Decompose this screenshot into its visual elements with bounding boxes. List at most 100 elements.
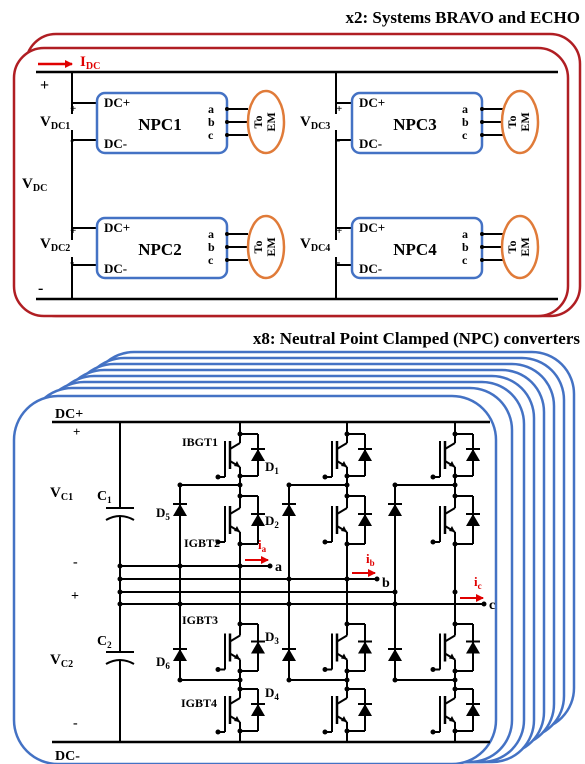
- vc2-label: VC2: [50, 652, 73, 670]
- output-c-label: c: [489, 598, 495, 613]
- vdc-label: VDC: [22, 176, 47, 194]
- svg-text:EM: EM: [264, 112, 278, 131]
- antiparallel-diode-3: [466, 449, 480, 461]
- svg-text:c: c: [208, 253, 214, 267]
- antiparallel-diode-2: [358, 514, 372, 526]
- svg-text:+: +: [71, 589, 79, 604]
- svg-text:DC-: DC-: [359, 261, 382, 276]
- svg-text:DC+: DC+: [104, 220, 130, 235]
- svg-text:c: c: [462, 253, 468, 267]
- antiparallel-diode-1: [251, 514, 265, 526]
- igbt-lower-inner-3: [430, 620, 456, 675]
- d2-label: D2: [265, 513, 279, 530]
- output-b-label: b: [382, 576, 390, 591]
- igbt3-label: IGBT3: [182, 613, 218, 627]
- svg-text:+: +: [336, 225, 342, 237]
- svg-text:-: -: [70, 132, 74, 147]
- svg-text:a: a: [462, 102, 468, 116]
- npc4-block: DC+ DC- NPC4 a b c To EM: [350, 214, 540, 280]
- capacitor-c1: [105, 422, 135, 604]
- output-a-terminal: [267, 563, 273, 569]
- em4-motor: [500, 214, 540, 280]
- antiparallel-diode-3: [466, 514, 480, 526]
- clamp-diode-lower-1: [173, 649, 187, 661]
- output-a-label: a: [275, 560, 282, 575]
- svg-text:EM: EM: [264, 237, 278, 256]
- npc-dcm-label: DC-: [55, 749, 80, 764]
- antiparallel-diode-3: [466, 704, 480, 716]
- antiparallel-diode-1: [251, 641, 265, 654]
- vdc4-label: VDC4: [300, 236, 330, 254]
- d3-label: D3: [265, 629, 279, 646]
- npc1-label: NPC1: [138, 115, 181, 134]
- clamp-diode-upper-2: [282, 504, 296, 516]
- igbt-upper-inner-1: [215, 492, 241, 548]
- svg-text:-: -: [73, 716, 78, 731]
- svg-text:c: c: [462, 128, 468, 142]
- svg-text:+: +: [336, 103, 342, 115]
- idc-label: IDC: [80, 54, 100, 72]
- svg-text:DC-: DC-: [104, 136, 127, 151]
- d6-label: D6: [156, 654, 170, 671]
- ia-label: ia: [258, 537, 267, 554]
- igbt4-label: IGBT4: [181, 696, 217, 710]
- svg-text:b: b: [208, 115, 215, 129]
- svg-text:DC+: DC+: [359, 220, 385, 235]
- em3-motor: [500, 89, 540, 155]
- antiparallel-diode-1: [251, 449, 265, 461]
- em1-motor: [246, 89, 286, 155]
- clamp-diode-upper-3: [388, 504, 402, 516]
- npc2-label: NPC2: [138, 240, 181, 259]
- d5-label: D5: [156, 505, 170, 522]
- npc1-block: DC+ DC- NPC1 a b c To EM: [95, 89, 286, 155]
- svg-text:EM: EM: [518, 112, 532, 131]
- svg-text:a: a: [208, 102, 214, 116]
- npc3-label: NPC3: [393, 115, 436, 134]
- svg-text:EM: EM: [518, 237, 532, 256]
- svg-text:+: +: [70, 103, 76, 115]
- em2-motor: [246, 214, 286, 280]
- svg-text:b: b: [462, 240, 469, 254]
- svg-text:a: a: [462, 227, 468, 241]
- d4-label: D4: [265, 685, 279, 702]
- ic-label: ic: [474, 574, 482, 591]
- antiparallel-diode-2: [358, 641, 372, 654]
- system-frame-front: [12, 46, 570, 318]
- svg-text:b: b: [208, 240, 215, 254]
- clamp-diode-lower-3: [388, 649, 402, 661]
- antiparallel-diode-3: [466, 641, 480, 654]
- antiparallel-diode-2: [358, 704, 372, 716]
- vdc2-label: VDC2: [40, 236, 70, 254]
- svg-text:To: To: [505, 241, 519, 254]
- vdc3-label: VDC3: [300, 114, 330, 132]
- converter-legs: [173, 422, 480, 742]
- igbt-lower-outer-3: [430, 685, 456, 735]
- top-title: x2: Systems BRAVO and ECHO: [345, 8, 580, 27]
- bottom-title: x8: Neutral Point Clamped (NPC) converte…: [253, 329, 581, 348]
- svg-text:To: To: [251, 116, 265, 129]
- vc1-label: VC1: [50, 485, 73, 503]
- output-b-terminal: [374, 576, 380, 582]
- svg-text:-: -: [336, 254, 340, 269]
- npc3-block: DC+ DC- NPC3 a b c To EM: [350, 89, 540, 155]
- clamp-diode-upper-1: [173, 504, 187, 516]
- npc4-label: NPC4: [393, 240, 437, 259]
- svg-text:DC-: DC-: [359, 136, 382, 151]
- svg-text:c: c: [208, 128, 214, 142]
- svg-text:To: To: [505, 116, 519, 129]
- svg-text:DC-: DC-: [104, 261, 127, 276]
- c2-label: C2: [97, 634, 112, 650]
- clamp-diode-lower-2: [282, 649, 296, 661]
- svg-text:-: -: [73, 555, 78, 570]
- svg-text:b: b: [462, 115, 469, 129]
- igbt1-label: IBGT1: [182, 435, 218, 449]
- igbt-upper-inner-3: [430, 492, 456, 548]
- svg-text:+: +: [73, 424, 80, 439]
- npc2-block: DC+ DC- NPC2 a b c To EM: [95, 214, 286, 280]
- npc-dcp-label: DC+: [55, 407, 83, 422]
- svg-text:-: -: [336, 132, 340, 147]
- svg-text:-: -: [70, 254, 74, 269]
- svg-text:To: To: [251, 241, 265, 254]
- output-c-terminal: [481, 601, 487, 607]
